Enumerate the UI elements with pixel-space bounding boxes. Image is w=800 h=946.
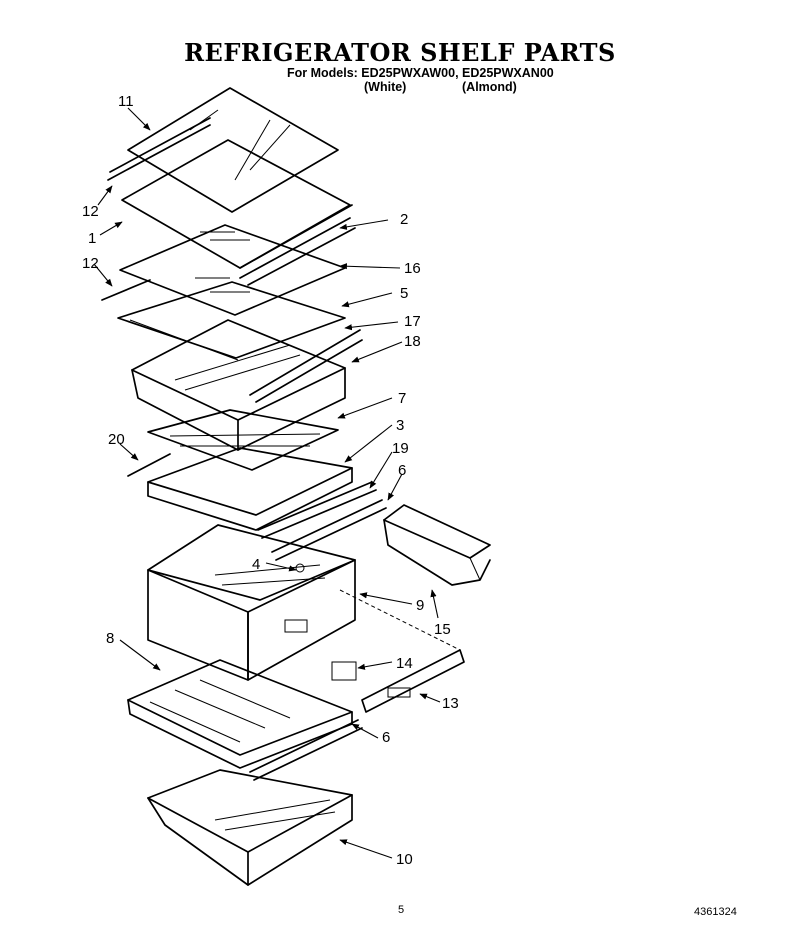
part-shelf-frame-5 xyxy=(117,281,346,361)
part-crisper-cover-18 xyxy=(131,319,363,451)
color-white-label: (White) xyxy=(364,80,407,94)
part-tray-7 xyxy=(147,409,339,471)
callout-12: 12 xyxy=(82,203,99,220)
callout-7: 7 xyxy=(398,390,406,407)
callout-9: 9 xyxy=(416,597,424,614)
callout-8: 8 xyxy=(106,630,114,647)
callout-4: 4 xyxy=(252,556,260,573)
callout-15: 15 xyxy=(434,621,451,638)
callout-5: 5 xyxy=(400,285,408,302)
callout-17: 17 xyxy=(404,313,421,330)
callout-6: 6 xyxy=(382,729,390,746)
part-cover-13 xyxy=(331,649,465,713)
part-shelf-frame-1 xyxy=(107,117,356,286)
models-line: For Models: ED25PWXAW00, ED25PWXAN00 xyxy=(287,66,554,80)
part-frame-3 xyxy=(127,447,353,531)
callout-11: 11 xyxy=(118,93,134,110)
callout-18: 18 xyxy=(404,333,421,350)
document-number: 4361324 xyxy=(694,906,737,918)
callout-19: 19 xyxy=(392,440,409,457)
callout-12: 12 xyxy=(82,255,99,272)
callout-3: 3 xyxy=(396,417,404,434)
part-glass-top-11 xyxy=(127,87,339,213)
callout-13: 13 xyxy=(442,695,459,712)
part-storage-bin-15 xyxy=(383,504,491,586)
callout-6: 6 xyxy=(398,462,406,479)
part-meat-pan-9 xyxy=(147,524,356,681)
callout-16: 16 xyxy=(404,260,421,277)
callout-10: 10 xyxy=(396,851,413,868)
part-tray-8 xyxy=(127,659,363,781)
callout-14: 14 xyxy=(396,655,413,672)
callout-1: 1 xyxy=(88,230,96,247)
part-crisper-drawer-10 xyxy=(147,769,353,886)
page-number: 5 xyxy=(398,904,405,916)
part-rails-19-6 xyxy=(257,481,387,561)
part-glass-16 xyxy=(101,224,346,316)
color-almond-label: (Almond) xyxy=(462,80,517,94)
page-title: REFRIGERATOR SHELF PARTS xyxy=(184,38,616,67)
callout-20: 20 xyxy=(108,431,125,448)
callout-2: 2 xyxy=(400,211,408,228)
